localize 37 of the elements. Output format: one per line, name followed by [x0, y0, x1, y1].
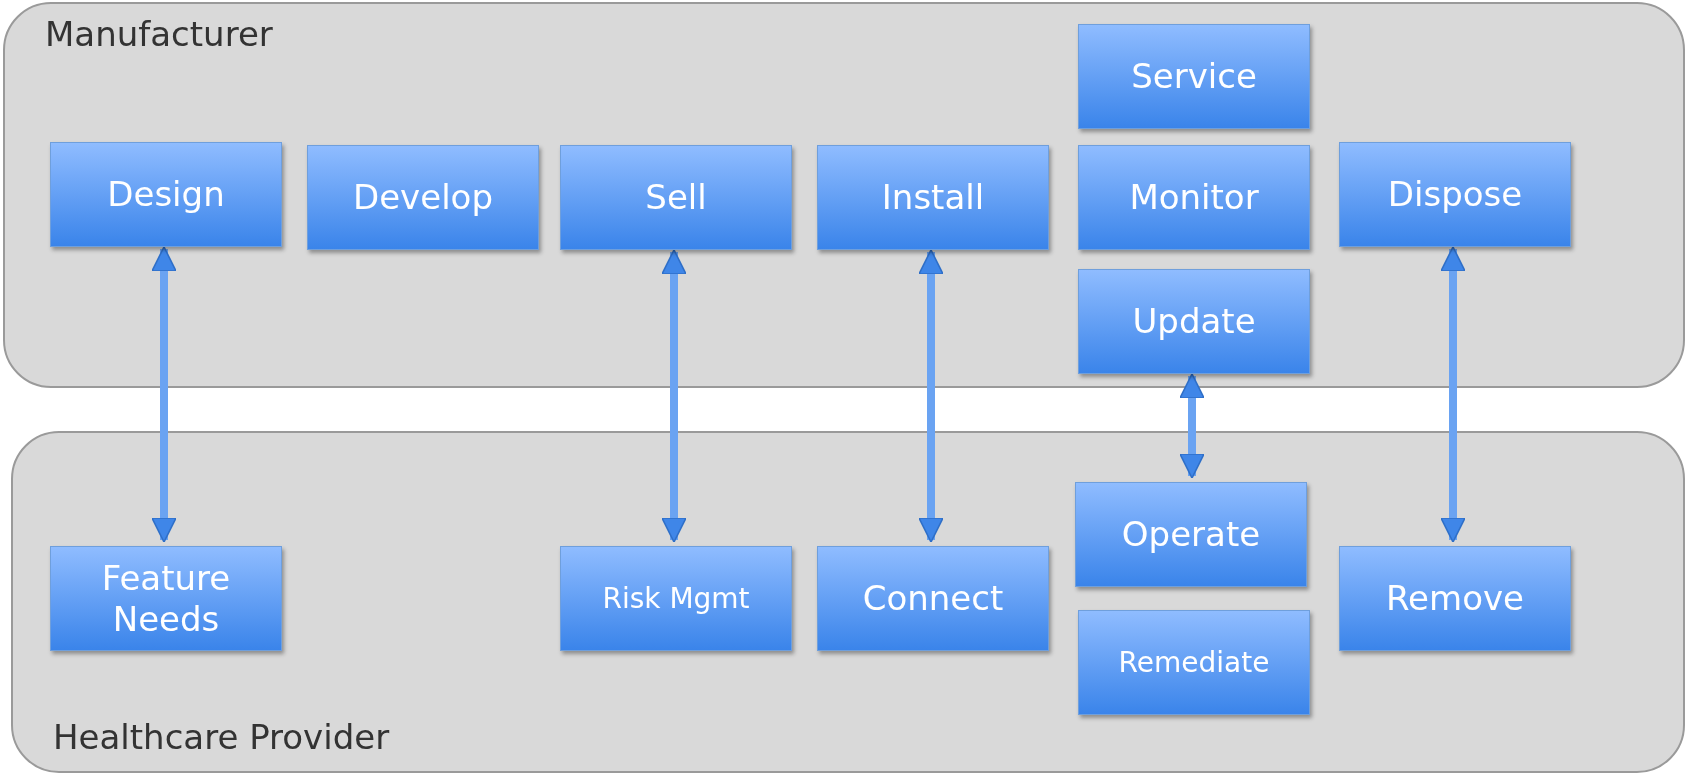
- process-box: [817, 546, 1049, 651]
- box-label: Design: [107, 174, 225, 215]
- process-box: [50, 546, 282, 651]
- lane-title: Manufacturer: [45, 14, 273, 54]
- process-box: [817, 145, 1049, 250]
- box-label: Install: [881, 177, 985, 218]
- box-label: Remediate: [1118, 645, 1270, 680]
- process-box: [560, 145, 792, 250]
- box-label: Risk Mgmt: [602, 581, 750, 616]
- process-box: [1339, 142, 1571, 247]
- box-label: Operate: [1121, 514, 1261, 555]
- double-arrow: [1179, 373, 1205, 479]
- box-label: Service: [1131, 56, 1257, 97]
- box-label: Dispose: [1387, 174, 1523, 215]
- process-box: [560, 546, 792, 651]
- lane-title: Healthcare Provider: [53, 717, 390, 757]
- box-label: Feature Needs: [100, 557, 232, 640]
- process-box: [1078, 24, 1310, 129]
- process-box: [1078, 610, 1310, 715]
- process-box: [1075, 482, 1307, 587]
- box-label: Sell: [645, 177, 707, 218]
- swimlane-band: [3, 2, 1685, 388]
- process-box: [50, 142, 282, 247]
- process-box: [1078, 269, 1310, 374]
- box-label: Develop: [353, 177, 493, 218]
- double-arrow: [661, 249, 687, 543]
- process-box: [1078, 145, 1310, 250]
- box-label: Connect: [862, 578, 1004, 619]
- swimlane-band: [11, 431, 1685, 773]
- double-arrow: [1440, 246, 1466, 543]
- box-label: Update: [1132, 301, 1256, 342]
- double-arrow: [151, 246, 177, 543]
- box-label: Monitor: [1129, 177, 1259, 218]
- double-arrow: [918, 249, 944, 543]
- process-box: [1339, 546, 1571, 651]
- box-label: Remove: [1386, 578, 1524, 619]
- process-box: [307, 145, 539, 250]
